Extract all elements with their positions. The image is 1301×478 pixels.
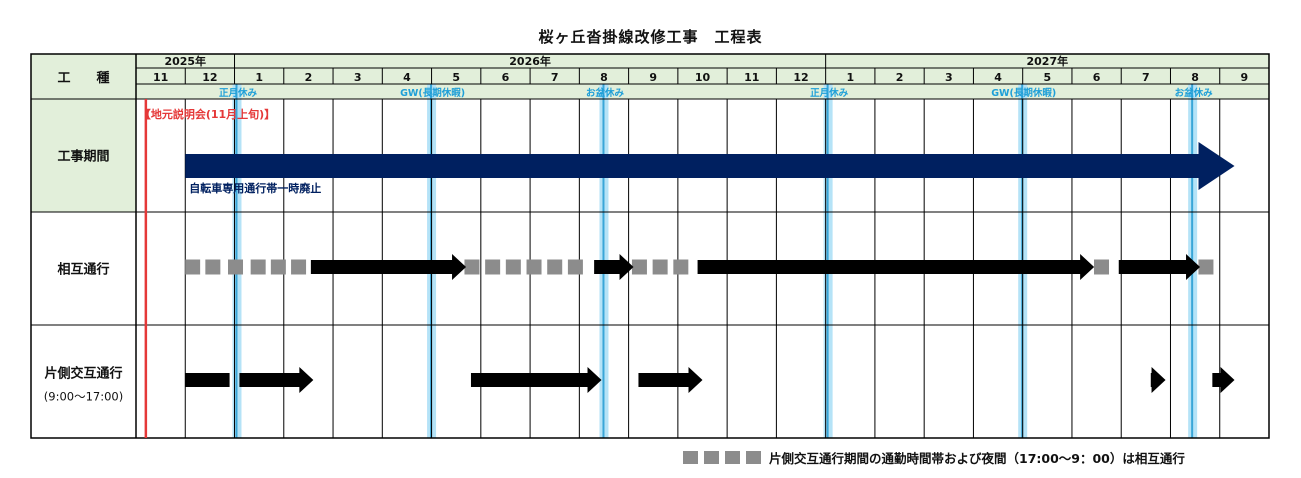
two-way-gray-square-16: [1198, 259, 1214, 275]
legend-gray-square-3: [725, 450, 740, 464]
table-frame: [30, 53, 1270, 439]
meeting-note: 【地元説明会(11月上旬)】: [140, 107, 275, 121]
one-way-bar-0: [185, 373, 230, 387]
two-way-gray-square-11: [567, 259, 583, 275]
two-way-gray-square-0: [185, 259, 201, 275]
legend-gray-square-2: [704, 450, 719, 464]
month-label-15: 2: [896, 71, 904, 84]
legend-gray-square-1: [683, 450, 698, 464]
month-label-11: 10: [695, 71, 711, 84]
year-label-1: 2026年: [509, 54, 551, 68]
holiday-label-5: お盆休み: [1175, 87, 1214, 99]
month-label-9: 8: [600, 71, 608, 84]
two-way-arrow-3: [1118, 254, 1201, 280]
two-way-arrow-1: [594, 254, 634, 280]
row-1-label-background: [31, 99, 136, 212]
month-label-0: 11: [153, 71, 168, 84]
month-label-22: 9: [1241, 71, 1249, 84]
month-label-6: 5: [452, 71, 460, 84]
one-way-arrow-0: [239, 367, 314, 393]
two-way-gray-square-6: [464, 259, 480, 275]
two-way-gray-square-13: [652, 259, 668, 275]
month-label-18: 5: [1043, 71, 1051, 84]
month-label-7: 6: [502, 71, 510, 84]
two-way-gray-square-15: [1094, 259, 1110, 275]
month-label-4: 3: [354, 71, 362, 84]
two-way-gray-square-12: [631, 259, 647, 275]
two-way-gray-square-5: [291, 259, 307, 275]
two-way-gray-square-1: [205, 259, 221, 275]
category-header: 工 種: [57, 70, 109, 86]
month-label-19: 6: [1093, 71, 1101, 84]
two-way-arrow-0: [310, 254, 467, 280]
two-way-arrow-2: [697, 254, 1095, 280]
holiday-label-1: GW(長期休暇): [400, 87, 465, 99]
legend-text: 片側交互通行期間の通勤時間帯および夜間（17:00～9：00）は相互通行: [769, 450, 1185, 466]
two-way-gray-square-10: [547, 259, 563, 275]
holiday-label-2: お盆休み: [586, 87, 625, 99]
month-label-3: 2: [305, 71, 313, 84]
month-label-12: 11: [744, 71, 759, 84]
year-label-0: 2025年: [164, 54, 206, 68]
row-sublabel-2: (9:00～17:00): [44, 390, 123, 404]
month-label-5: 4: [403, 71, 411, 84]
legend: 片側交互通行期間の通勤時間帯および夜間（17:00～9：00）は相互通行: [683, 448, 1185, 466]
two-way-gray-square-7: [485, 259, 501, 275]
bike-lane-note: 自転車専用通行帯一時廃止: [189, 181, 321, 195]
holiday-label-0: 正月休み: [219, 87, 258, 99]
chart-title: 桜ヶ丘沓掛線改修工事 工程表: [538, 28, 763, 46]
one-way-arrow-4: [1212, 367, 1235, 393]
year-label-2: 2027年: [1027, 54, 1069, 68]
row-label-0: 工事期間: [57, 149, 109, 165]
month-label-21: 8: [1191, 71, 1199, 84]
legend-gray-square-4: [746, 450, 761, 464]
two-way-gray-square-3: [250, 259, 266, 275]
one-way-arrow-1: [470, 367, 602, 393]
two-way-gray-square-2: [228, 259, 244, 275]
two-way-gray-square-14: [673, 259, 689, 275]
two-way-gray-square-9: [526, 259, 542, 275]
month-label-14: 1: [846, 71, 854, 84]
month-label-13: 12: [793, 71, 808, 84]
construction-period-arrow: [185, 142, 1235, 190]
row-label-2: 片側交互通行: [44, 366, 122, 382]
month-label-17: 4: [994, 71, 1002, 84]
one-way-arrow-2: [638, 367, 703, 393]
month-label-8: 7: [551, 71, 559, 84]
two-way-gray-square-8: [505, 259, 521, 275]
month-label-20: 7: [1142, 71, 1150, 84]
one-way-arrow-3: [1150, 367, 1166, 393]
holiday-label-4: GW(長期休暇): [991, 87, 1056, 99]
holiday-label-3: 正月休み: [810, 87, 849, 99]
month-label-10: 9: [649, 71, 657, 84]
month-label-1: 12: [202, 71, 217, 84]
row-label-1: 相互通行: [57, 262, 109, 278]
month-label-16: 3: [945, 71, 953, 84]
month-label-2: 1: [255, 71, 263, 84]
two-way-gray-square-4: [270, 259, 286, 275]
